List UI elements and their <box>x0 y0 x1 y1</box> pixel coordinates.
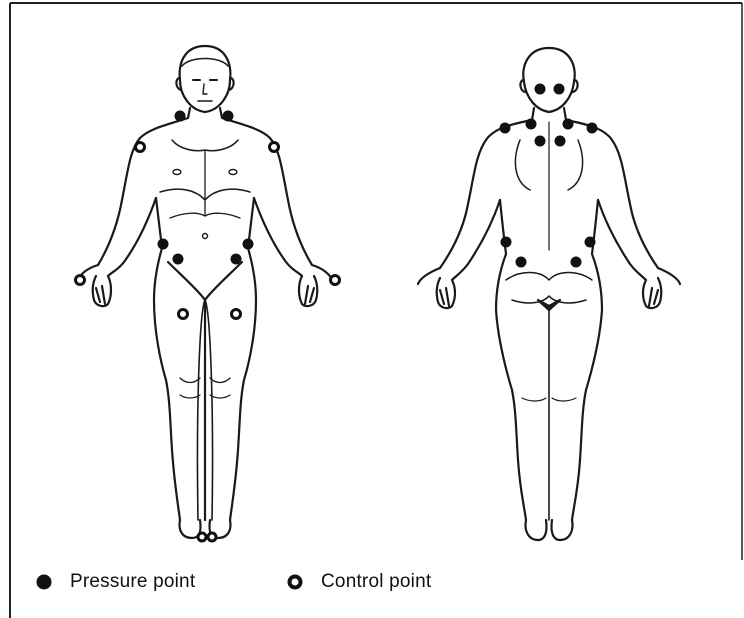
control-point <box>331 276 340 285</box>
legend-pressure: Pressure point <box>34 571 195 593</box>
control-point <box>208 533 216 541</box>
pressure-point <box>231 254 242 265</box>
pressure-point <box>563 119 574 130</box>
control-point <box>270 143 279 152</box>
front-figure <box>78 46 332 538</box>
back-figure <box>418 48 680 540</box>
legend-pressure-label: Pressure point <box>70 571 195 593</box>
pressure-point <box>501 237 512 248</box>
legend-control-label: Control point <box>321 571 431 593</box>
pressure-point <box>243 239 254 250</box>
pressure-point <box>526 119 537 130</box>
legend: Pressure point Control point <box>0 565 744 605</box>
pressure-point-icon <box>34 572 54 592</box>
control-point <box>232 310 241 319</box>
control-point-icon <box>285 572 305 592</box>
pressure-point <box>175 111 186 122</box>
pressure-point <box>223 111 234 122</box>
pressure-point <box>158 239 169 250</box>
control-point <box>198 533 206 541</box>
pressure-point <box>173 254 184 265</box>
pressure-point <box>554 84 565 95</box>
pressure-point <box>535 84 546 95</box>
pressure-point <box>585 237 596 248</box>
pressure-point <box>516 257 527 268</box>
pressure-point <box>555 136 566 147</box>
pressure-point <box>571 257 582 268</box>
control-point <box>179 310 188 319</box>
pressure-point <box>500 123 511 134</box>
control-point <box>76 276 85 285</box>
pressure-point <box>587 123 598 134</box>
front-control-points <box>76 143 340 542</box>
legend-control: Control point <box>285 571 431 593</box>
control-point <box>136 143 145 152</box>
pressure-point <box>535 136 546 147</box>
